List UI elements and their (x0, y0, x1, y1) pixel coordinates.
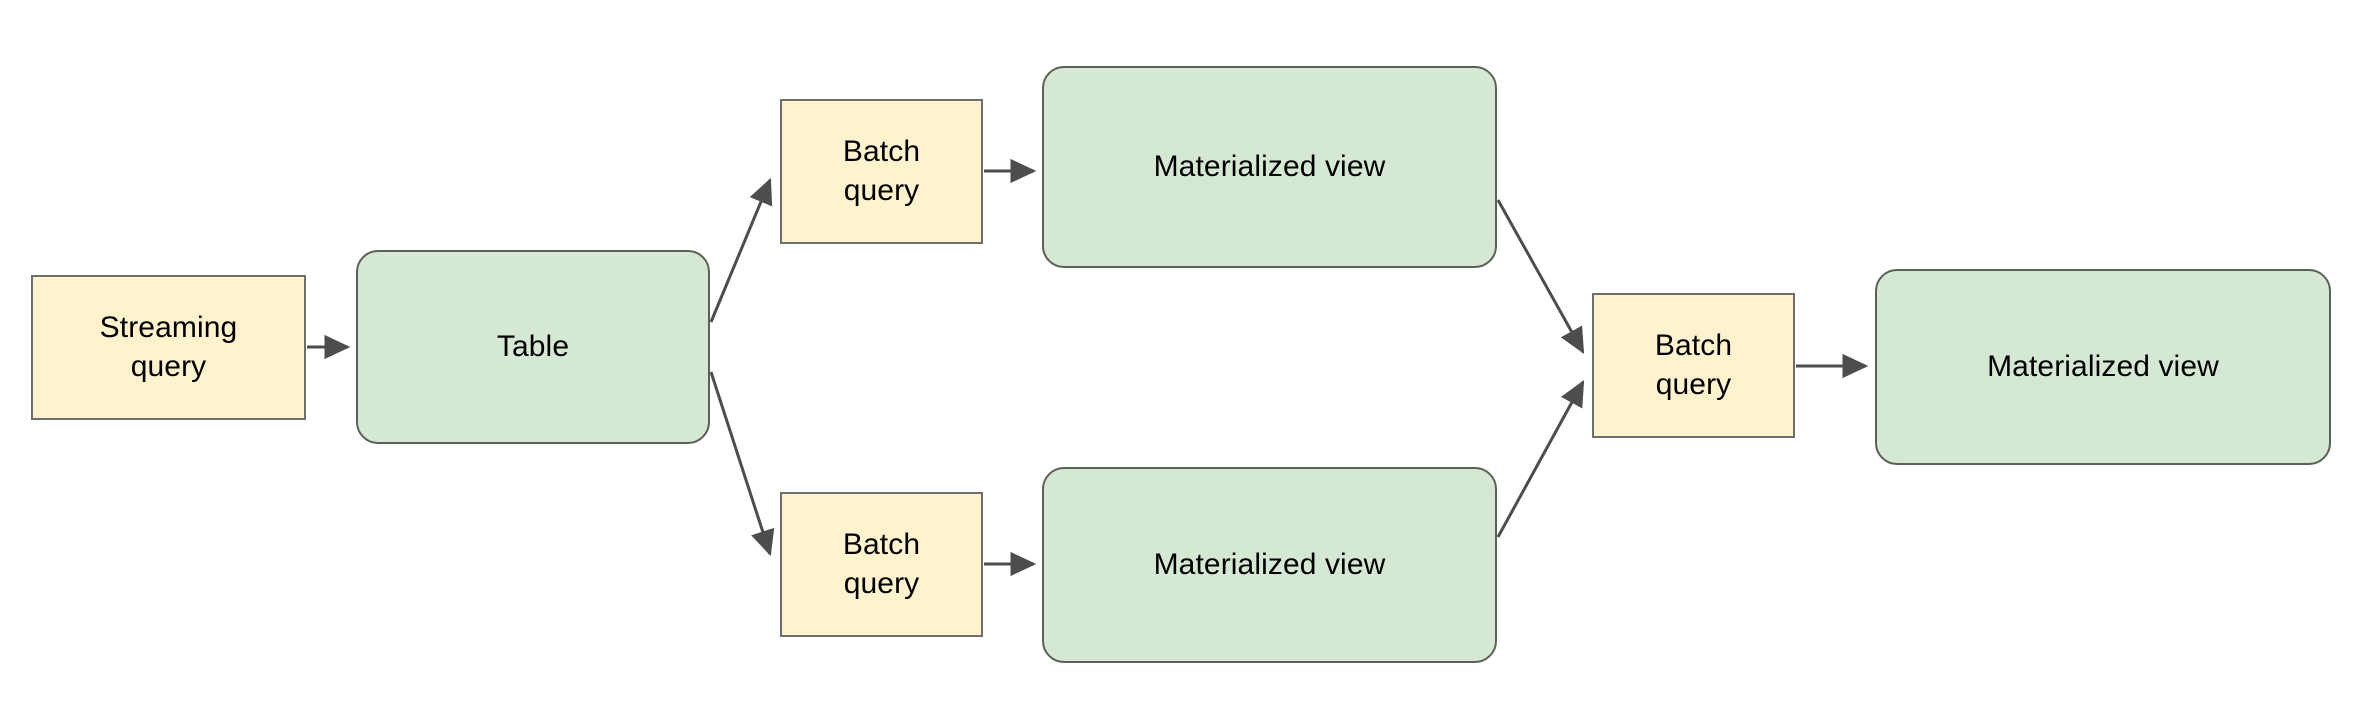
node-batch-query-bottom[interactable]: Batch query (780, 492, 983, 637)
node-materialized-view-top[interactable]: Materialized view (1042, 66, 1497, 268)
node-batch-query-top[interactable]: Batch query (780, 99, 983, 244)
node-batch-query-join-label: Batch query (1654, 329, 1733, 401)
node-materialized-view-final[interactable]: Materialized view (1875, 269, 2331, 465)
node-batch-query-join[interactable]: Batch query (1592, 293, 1795, 438)
node-batch-query-top-label: Batch query (842, 135, 921, 207)
node-materialized-view-bottom[interactable]: Materialized view (1042, 467, 1497, 663)
node-materialized-view-final-label: Materialized view (1987, 349, 2219, 383)
node-table-label: Table (496, 329, 570, 363)
edge-table-to-batch-query-bottom (709, 371, 775, 557)
node-table[interactable]: Table (356, 250, 710, 444)
node-materialized-view-bottom-label: Materialized view (1153, 547, 1386, 581)
node-streaming-query[interactable]: Streaming query (31, 275, 306, 420)
node-streaming-query-label: Streaming query (99, 311, 238, 383)
edge-materialized-view-top-to-batch-query-join (1496, 199, 1585, 354)
edge-materialized-view-bottom-to-batch-query-join (1496, 380, 1585, 538)
node-materialized-view-top-label: Materialized view (1153, 149, 1386, 183)
edge-table-to-batch-query-top (709, 177, 773, 323)
node-batch-query-bottom-label: Batch query (842, 528, 921, 600)
